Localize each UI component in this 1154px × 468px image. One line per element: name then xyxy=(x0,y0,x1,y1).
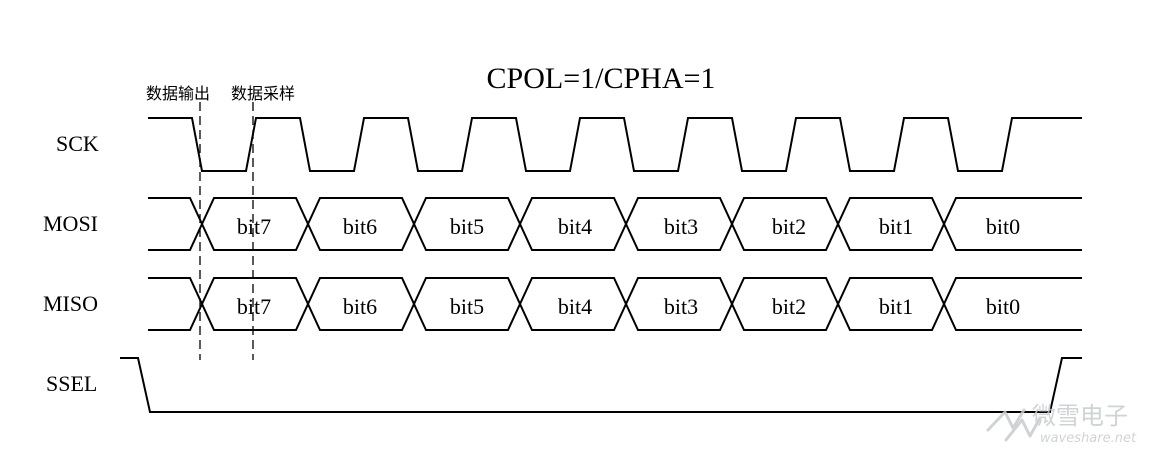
watermark-brand: 微雪电子 xyxy=(1032,402,1128,430)
mosi-bus xyxy=(148,197,1082,251)
mosi-bit-label: bit4 xyxy=(558,214,592,239)
signal-label-miso: MISO xyxy=(43,291,98,316)
watermark-logo-icon xyxy=(986,408,1042,442)
signal-label-mosi: MOSI xyxy=(43,211,98,236)
mosi-bit-label: bit2 xyxy=(772,214,806,239)
mosi-bit-label: bit1 xyxy=(879,214,913,239)
mosi-bit-label: bit3 xyxy=(664,214,698,239)
miso-bus xyxy=(148,277,1082,331)
miso-bit-label: bit7 xyxy=(237,294,271,319)
diagram-title: CPOL=1/CPHA=1 xyxy=(487,62,716,95)
miso-bit-label: bit0 xyxy=(986,294,1020,319)
watermark: 微雪电子 waveshare.net xyxy=(986,402,1137,446)
miso-bit-label: bit3 xyxy=(664,294,698,319)
ssel-waveform xyxy=(120,357,1082,413)
data-sample-annotation: 数据采样 xyxy=(231,84,295,103)
miso-bit-label: bit5 xyxy=(450,294,484,319)
mosi-bit-label: bit6 xyxy=(343,214,377,239)
signal-label-sck: SCK xyxy=(56,131,99,156)
miso-bit-label: bit6 xyxy=(343,294,377,319)
mosi-bit-label: bit7 xyxy=(237,214,271,239)
signal-label-ssel: SSEL xyxy=(46,371,97,396)
miso-bit-label: bit1 xyxy=(879,294,913,319)
data-output-annotation: 数据输出 xyxy=(146,84,210,103)
mosi-bit-label: bit5 xyxy=(450,214,484,239)
mosi-bit-label: bit0 xyxy=(986,214,1020,239)
miso-bit-label: bit2 xyxy=(772,294,806,319)
sck-waveform xyxy=(148,117,1082,172)
watermark-site: waveshare.net xyxy=(1040,431,1137,446)
miso-bit-label: bit4 xyxy=(558,294,592,319)
